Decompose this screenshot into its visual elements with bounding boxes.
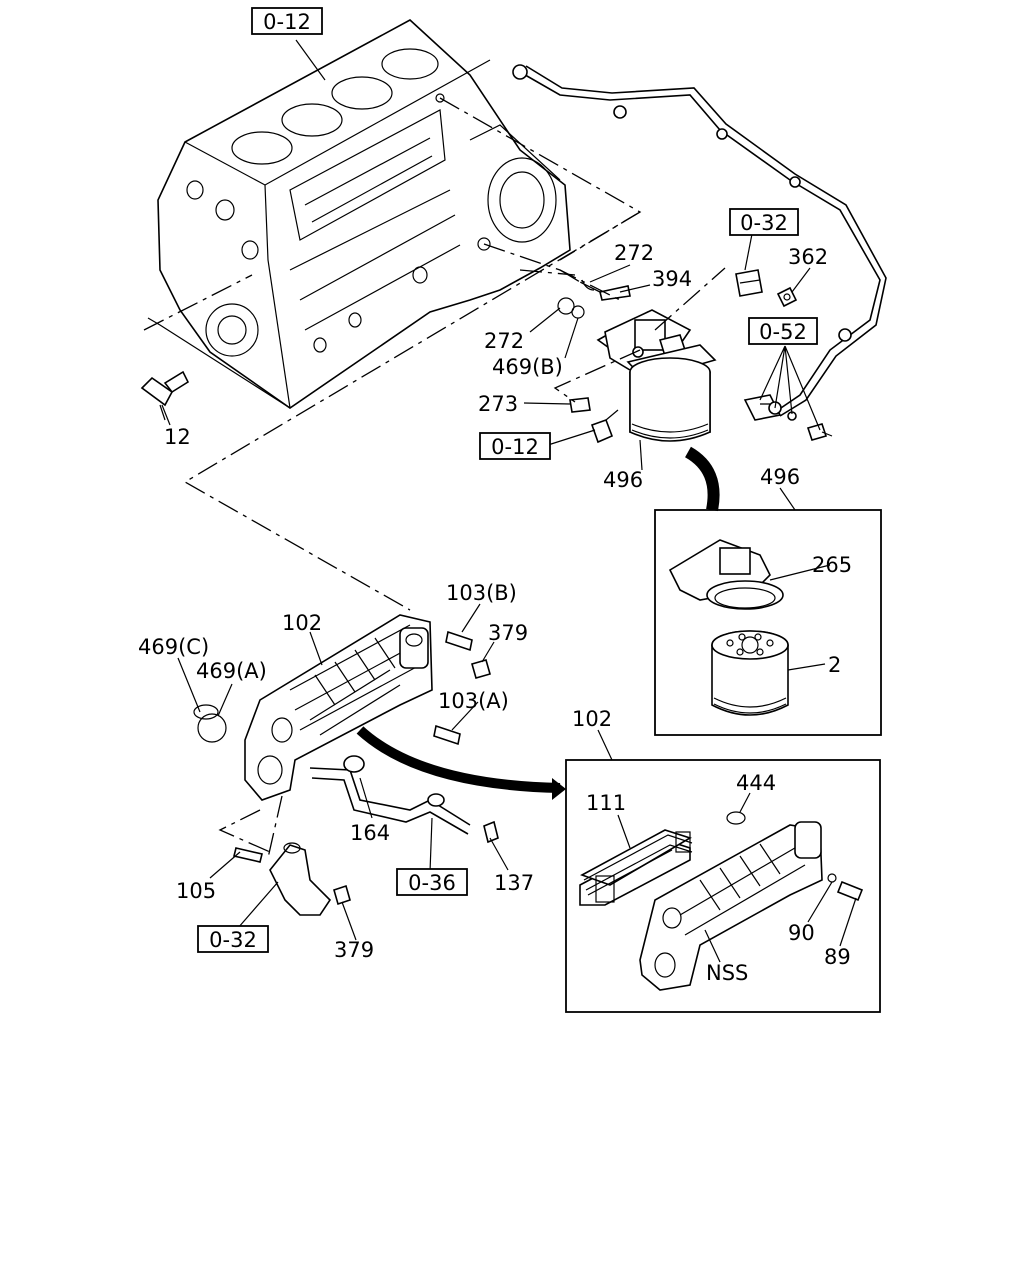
water-fitting — [233, 842, 351, 916]
oil-pipe-164 — [309, 755, 499, 844]
cooler-o-rings — [193, 704, 227, 743]
callout-nss: NSS — [706, 961, 748, 985]
ref-label-sensor: 0-12 — [491, 435, 539, 459]
callout-105: 105 — [176, 879, 216, 903]
callout-102-inset: 102 — [572, 707, 612, 731]
callout-496: 496 — [603, 468, 643, 492]
callout-12: 12 — [164, 425, 191, 449]
callout-469a: 469(A) — [196, 659, 267, 683]
callout-103a: 103(A) — [438, 689, 509, 713]
callout-362: 362 — [788, 245, 828, 269]
ref-label-pipe: 0-52 — [759, 320, 807, 344]
ref-box-sensor: 0-12 — [479, 432, 551, 460]
alignment-lines — [143, 97, 770, 859]
callout-265: 265 — [812, 553, 852, 577]
cooler-bolts — [433, 630, 491, 746]
callout-164: 164 — [350, 821, 390, 845]
ref-label-lower: 0-32 — [209, 928, 257, 952]
detail-arrows — [356, 446, 720, 800]
ref-box-pipe: 0-52 — [748, 317, 818, 345]
filter-fasteners — [557, 269, 798, 413]
drain-plug — [140, 370, 190, 421]
ref-box-lower: 0-32 — [197, 925, 269, 953]
callout-444: 444 — [736, 771, 776, 795]
oil-feed-pipe — [512, 64, 887, 421]
oil-pressure-sensor — [590, 409, 619, 444]
pipe-fittings — [787, 411, 833, 441]
ref-box-bracket: 0-32 — [729, 208, 799, 236]
callout-273: 273 — [478, 392, 518, 416]
inset-filter-box — [654, 509, 882, 736]
ref-label-oil-pipe: 0-36 — [408, 871, 456, 895]
oil-cooler-assembly — [244, 614, 433, 801]
callout-469b: 469(B) — [492, 355, 563, 379]
callout-90: 90 — [788, 921, 815, 945]
ref-box-oil-pipe: 0-36 — [396, 868, 468, 896]
leader-lines — [161, 39, 857, 963]
engine-block — [147, 19, 571, 409]
callout-103b: 103(B) — [446, 581, 517, 605]
callout-89: 89 — [824, 945, 851, 969]
callout-272-top: 272 — [614, 241, 654, 265]
ref-label-bracket: 0-32 — [740, 211, 788, 235]
callout-2: 2 — [828, 653, 841, 677]
callout-496-inset: 496 — [760, 465, 800, 489]
callout-272-left: 272 — [484, 329, 524, 353]
inset-cooler-box — [565, 759, 881, 1013]
oil-filter-assembly — [596, 309, 717, 442]
callout-111: 111 — [586, 791, 626, 815]
callout-394: 394 — [652, 267, 692, 291]
ref-box-block: 0-12 — [251, 7, 323, 35]
callout-379-bottom: 379 — [334, 938, 374, 962]
callout-469c: 469(C) — [138, 635, 209, 659]
callout-labels: 12 272 394 272 469(B) 273 362 496 496 26… — [138, 241, 852, 985]
callout-102: 102 — [282, 611, 322, 635]
ref-label-block: 0-12 — [263, 10, 311, 34]
callout-379-top: 379 — [488, 621, 528, 645]
callout-137: 137 — [494, 871, 534, 895]
